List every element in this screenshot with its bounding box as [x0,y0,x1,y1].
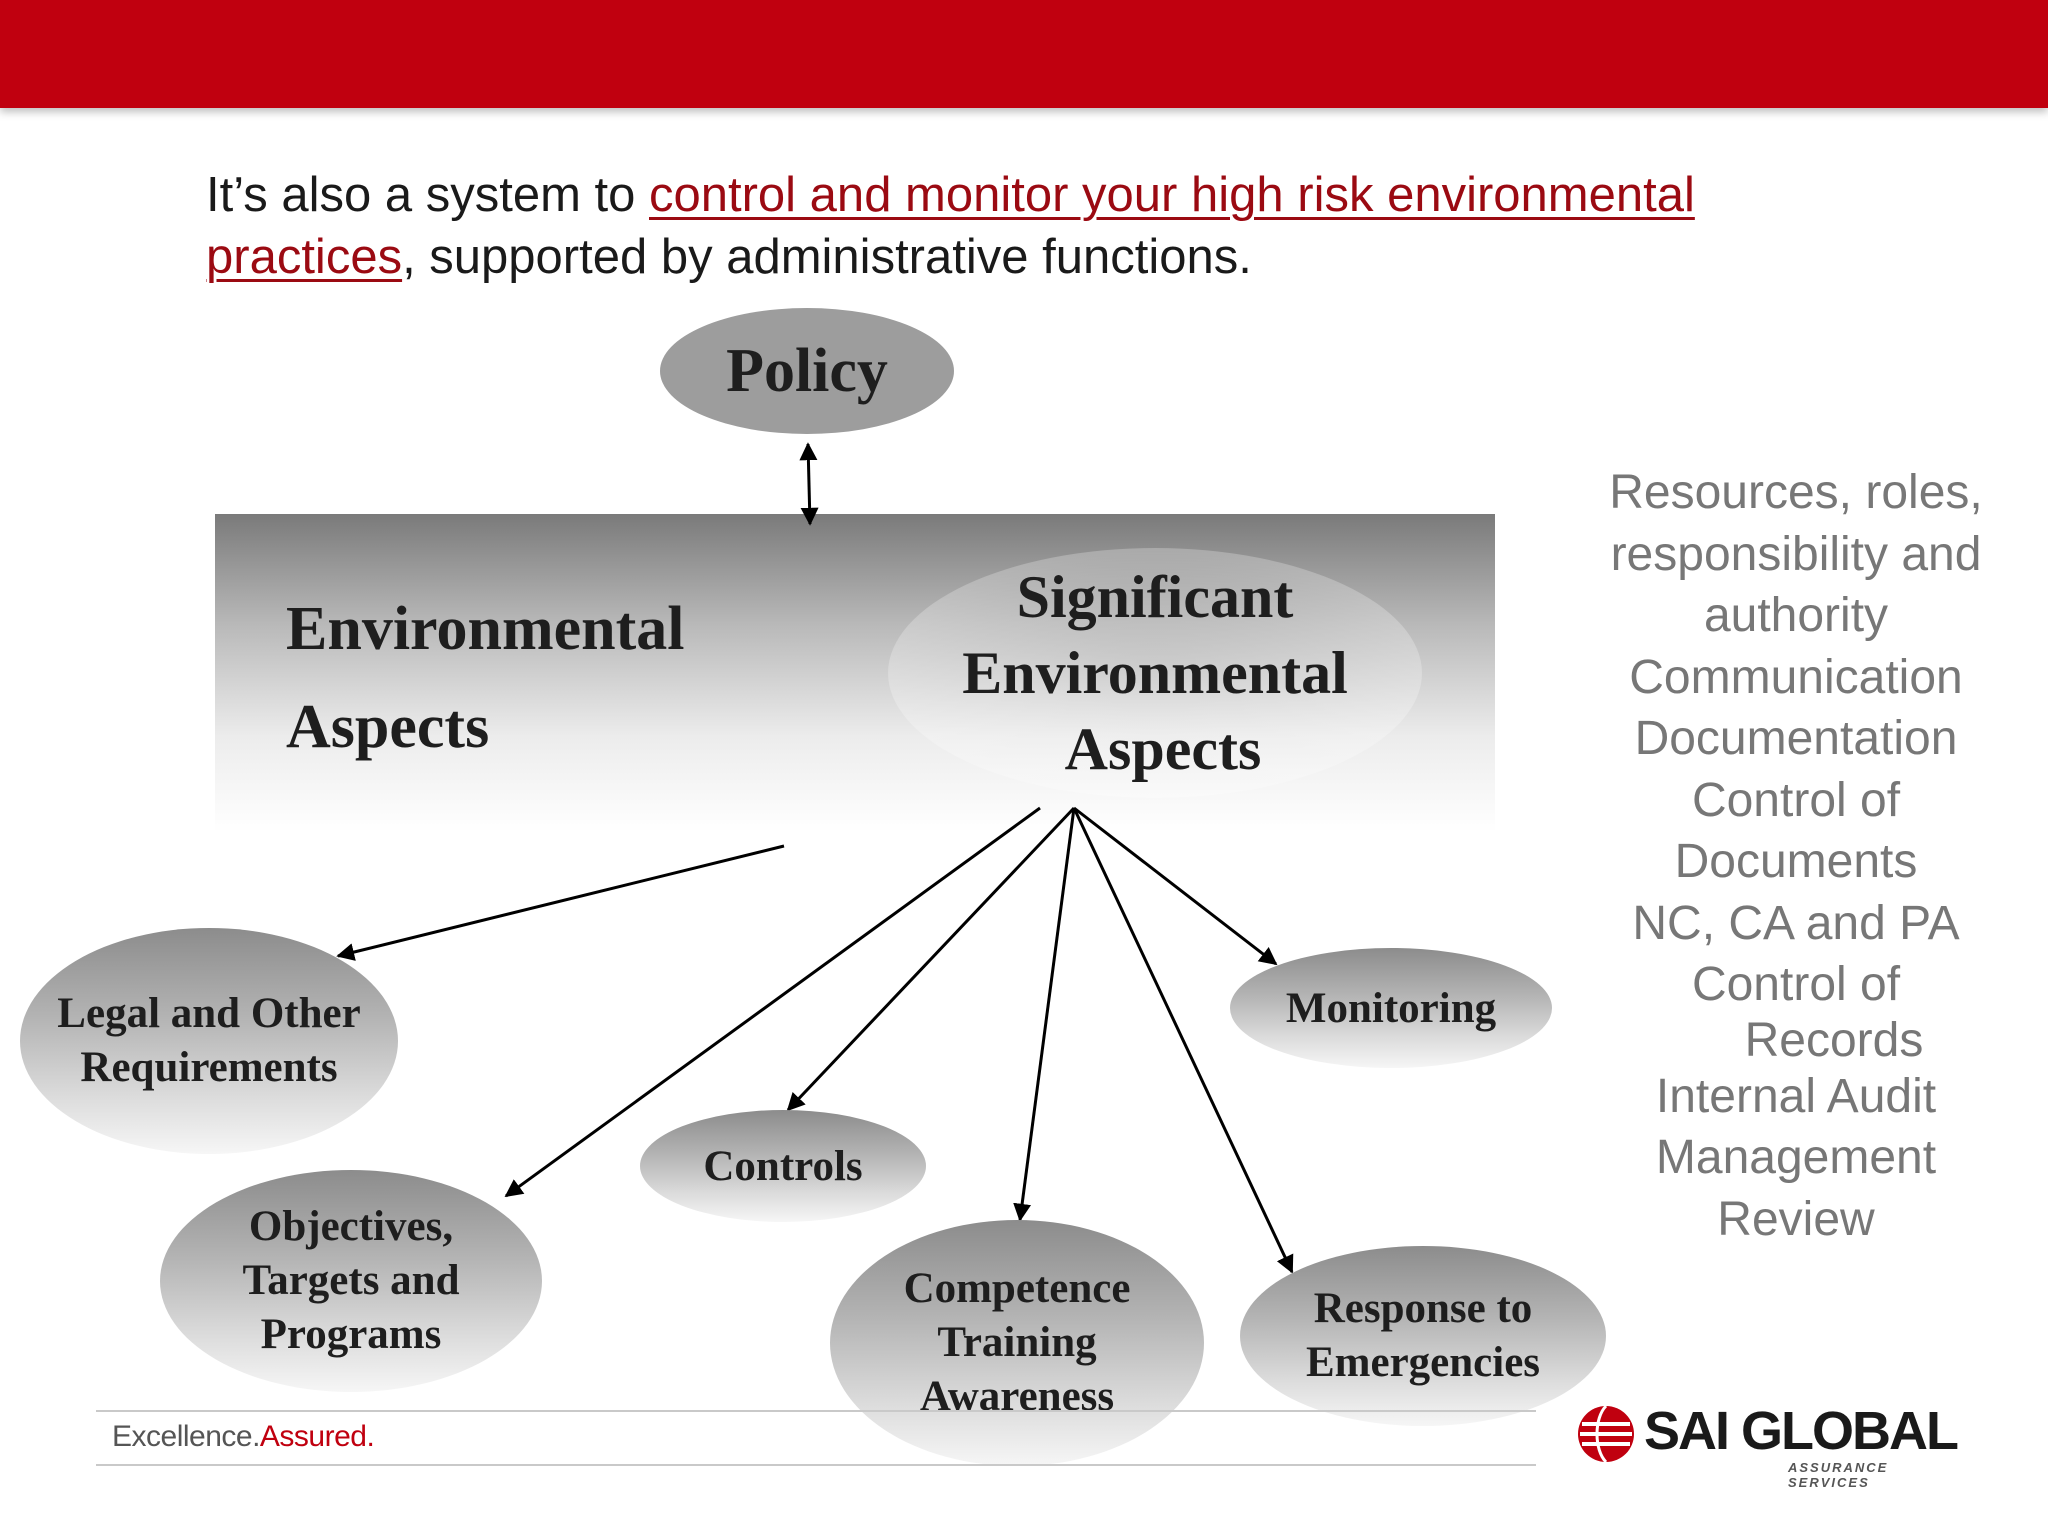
comp-line-1: Competence [903,1265,1131,1312]
controls-node: Controls [640,1110,926,1222]
legal-requirements-node: Legal and Other Requirements [20,928,398,1154]
aspects-band [215,514,1495,832]
side-item: Communication [1629,650,1963,704]
env-aspects-line-1: Environmental [286,595,685,663]
intro-prefix: It’s also a system to [206,168,649,222]
side-item: Documentation [1634,712,1958,765]
policy-label: Policy [726,336,888,405]
logo-subtitle: ASSURANCE SERVICES [1788,1460,1889,1490]
tagline-assured: Assured. [259,1420,375,1453]
legal-line-2: Requirements [80,1044,338,1091]
side-item: Review [1717,1192,1875,1246]
intro-suffix: , supported by administrative functions. [402,230,1252,284]
legal-line-1: Legal and Other [57,990,361,1037]
side-item: Resources, roles, [1609,466,1983,519]
arrow-controls [786,806,1076,1112]
logo-name: SAI GLOBAL [1644,1401,1959,1461]
footer-divider-bottom [96,1464,1536,1466]
sai-global-logo: SAI GLOBAL ASSURANCE SERVICES [1574,1400,1964,1490]
comp-line-3: Awareness [919,1373,1115,1420]
env-aspects-line-2: Aspects [286,693,490,761]
side-item: Documents [1674,835,1918,888]
side-item: Internal Audit [1655,1069,1937,1123]
footer-tagline: Excellence.Assured. [112,1420,375,1454]
environmental-aspects-label: Environmental Aspects [286,580,746,776]
arrow-response [1072,807,1294,1274]
footer-divider-top [96,1410,1536,1412]
sig-line-1: Significant [1016,564,1294,630]
controls-label: Controls [703,1142,863,1190]
competence-node: Competence Training Awareness [830,1220,1204,1466]
arrow-competence [1013,807,1076,1222]
comp-line-2: Training [937,1319,1097,1366]
side-item: Control of [1691,958,1901,1011]
side-item: NC, CA and PA [1632,896,1960,950]
intro-highlight-link[interactable]: control and monitor your high risk envir… [206,168,1695,284]
side-item: Records [1744,1013,1924,1067]
tagline-excellence: Excellence. [112,1420,260,1453]
resp-line-2: Emergencies [1305,1339,1541,1386]
side-item: responsibility and [1610,527,1982,581]
policy-node: Policy [660,308,954,434]
objectives-node: Objectives, Targets and Programs [160,1170,542,1392]
admin-functions-list: Resources, roles, responsibility and aut… [1556,462,2036,1250]
side-item: Management [1655,1131,1937,1184]
intro-text: It’s also a system to control and monito… [206,164,1806,288]
arrow-monitoring [1073,806,1278,966]
monitoring-label: Monitoring [1285,984,1497,1032]
obj-line-3: Programs [260,1311,442,1358]
globe-icon [1578,1404,1634,1464]
obj-line-2: Targets and [242,1257,460,1304]
significant-aspects-node: Significant Environmental Aspects [888,548,1422,798]
resp-line-1: Response to [1313,1285,1533,1332]
arrow-objectives [504,806,1041,1198]
monitoring-node: Monitoring [1230,948,1552,1068]
response-node: Response to Emergencies [1240,1246,1606,1426]
side-item: Control of [1691,773,1901,827]
arrow-policy [799,442,819,526]
sig-line-3: Aspects [1064,716,1262,782]
arrow-legal [336,844,785,961]
sig-line-2: Environmental [962,640,1348,706]
obj-line-1: Objectives, [248,1203,454,1250]
side-item: authority [1703,589,1889,642]
header-bar [0,0,2048,108]
